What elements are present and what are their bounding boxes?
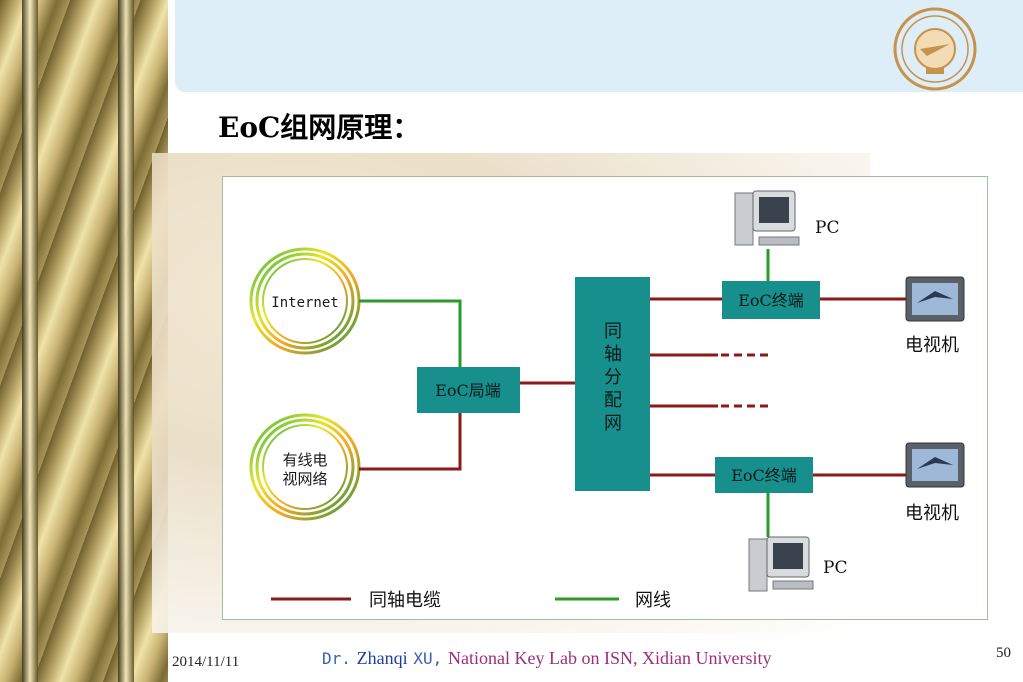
legend-net-label: 网线 (635, 590, 671, 611)
internet-cloud: Internet (249, 247, 361, 355)
decorative-band (22, 0, 38, 682)
pc-top-icon (734, 190, 800, 246)
eoc-head-end-box: EoC局端 (417, 367, 520, 413)
decorative-band (118, 0, 134, 682)
pc-bottom-label: PC (823, 558, 847, 578)
footer-credit: Dr. Zhanqi XU, National Key Lab on ISN, … (322, 648, 771, 669)
pc-top: PC (734, 190, 839, 246)
eoc-terminal-bottom-label: EoC终端 (731, 466, 797, 485)
cable-tv-label-line2: 视网络 (282, 470, 327, 488)
internet-label: Internet (271, 295, 338, 311)
footer-date: 2014/11/11 (172, 654, 240, 670)
tv-top-icon (905, 276, 965, 322)
internet-to-head-line (359, 299, 462, 367)
coax-label-char-4: 配 (604, 390, 622, 411)
eoc-head-label: EoC局端 (435, 381, 501, 400)
eoc-terminal-top-label: EoC终端 (738, 291, 804, 310)
decorative-left-strip (0, 0, 168, 682)
footer-author-prefix: Dr. (322, 649, 351, 668)
pc-bottom-icon (748, 536, 814, 592)
coax-distribution-box: 同 轴 分 配 网 (575, 277, 650, 491)
tv-bottom-label: 电视机 (905, 503, 959, 524)
cable-tv-label-line1: 有线电 (282, 451, 327, 469)
header-banner (175, 0, 1023, 92)
page-number: 50 (996, 645, 1011, 661)
eoc-terminal-top-box: EoC终端 (722, 281, 820, 319)
footer-author-first: Zhanqi (356, 648, 408, 668)
diagram-canvas: Internet 有线电 视网络 (249, 190, 965, 611)
coax-label-char-5: 网 (604, 413, 622, 434)
tv-bottom: 电视机 (905, 442, 965, 524)
tv-top: 电视机 (905, 276, 965, 356)
university-seal-logo (893, 7, 977, 91)
legend: 同轴电缆 网线 (271, 590, 671, 611)
tv-top-label: 电视机 (905, 335, 959, 356)
coax-label-char-1: 同 (604, 321, 622, 342)
catv-to-head-line (359, 413, 462, 471)
connection-lines (359, 249, 906, 537)
cable-tv-network: 有线电 视网络 (249, 413, 361, 521)
footer-affiliation: National Key Lab on ISN, Xidian Universi… (448, 648, 772, 668)
tv-bottom-icon (905, 442, 965, 488)
eoc-terminal-bottom-box: EoC终端 (715, 457, 813, 493)
coax-label-char-3: 分 (604, 367, 622, 388)
footer-author-last: XU, (413, 649, 443, 668)
legend-coax-label: 同轴电缆 (369, 590, 441, 611)
coax-label-char-2: 轴 (604, 344, 622, 365)
pc-bottom: PC (748, 536, 847, 592)
pc-top-label: PC (815, 218, 839, 238)
slide-title: EoC组网原理： (218, 111, 421, 144)
eoc-network-diagram: Internet 有线电 视网络 (222, 176, 988, 620)
